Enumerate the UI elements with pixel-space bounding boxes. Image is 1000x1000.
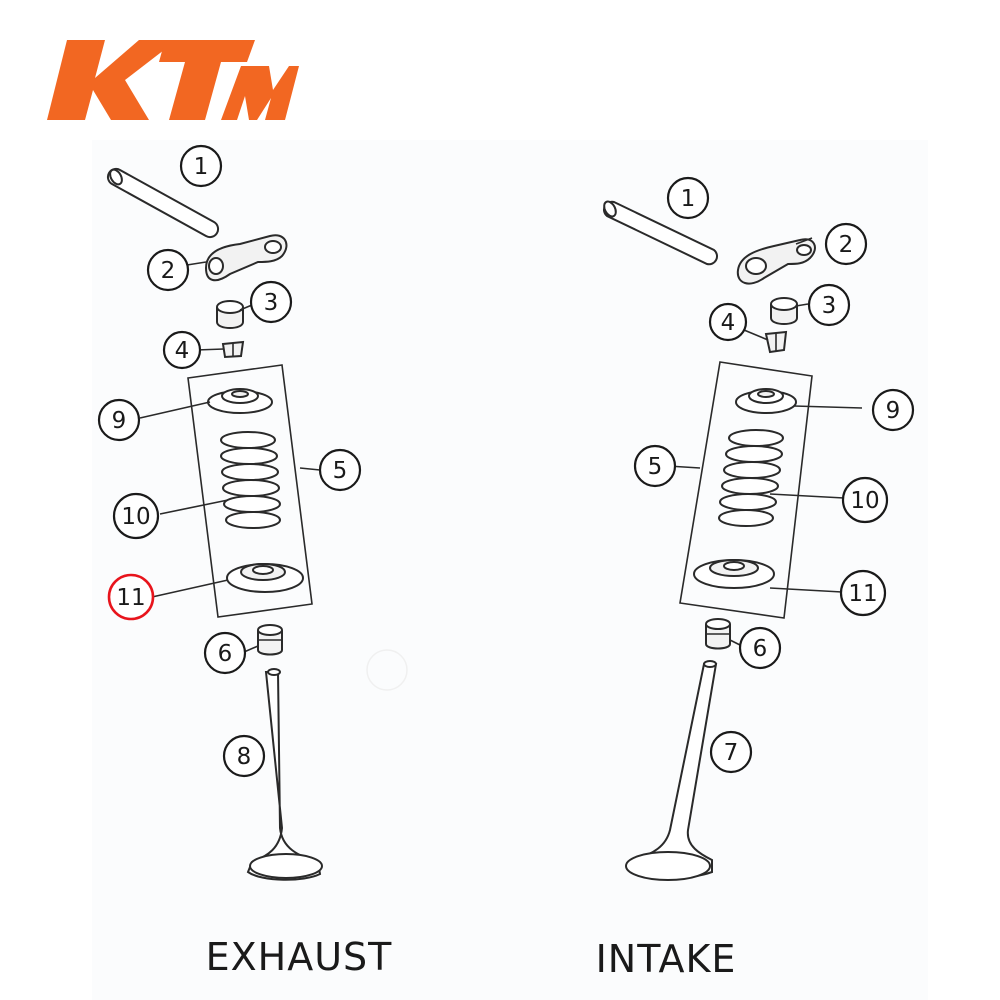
exhaust-callout-3[interactable]: 3 bbox=[249, 280, 293, 324]
exhaust-valve-cap bbox=[216, 300, 244, 329]
intake-caption: INTAKE bbox=[596, 937, 737, 981]
intake-spring-group-frame bbox=[679, 361, 813, 619]
svg-text:10: 10 bbox=[850, 488, 879, 514]
svg-text:5: 5 bbox=[333, 458, 348, 484]
exhaust-callout-4[interactable]: 4 bbox=[162, 330, 202, 370]
exhaust-valve bbox=[246, 668, 323, 881]
svg-text:3: 3 bbox=[822, 293, 837, 319]
intake-valve-collets bbox=[764, 330, 788, 354]
svg-text:3: 3 bbox=[264, 290, 279, 316]
intake-valve bbox=[625, 660, 718, 881]
faint-marker-circle bbox=[366, 649, 408, 691]
exhaust-spring-seat bbox=[226, 563, 304, 593]
svg-text:6: 6 bbox=[753, 636, 768, 662]
exhaust-spring-retainer bbox=[207, 388, 273, 414]
exhaust-callout-1[interactable]: 1 bbox=[179, 144, 223, 188]
exhaust-callout-11[interactable]: 11 bbox=[107, 573, 155, 621]
intake-rocker-arm bbox=[736, 238, 816, 285]
svg-text:11: 11 bbox=[116, 585, 145, 611]
intake-spring-seat bbox=[693, 559, 775, 589]
svg-text:1: 1 bbox=[194, 154, 209, 180]
exhaust-spring-group-frame bbox=[187, 364, 313, 618]
exhaust-callout-2[interactable]: 2 bbox=[146, 248, 190, 292]
intake-callout-7[interactable]: 7 bbox=[709, 730, 753, 774]
exhaust-rocker-arm bbox=[204, 234, 288, 282]
exhaust-callout-10[interactable]: 10 bbox=[112, 492, 160, 540]
intake-valve-cap bbox=[770, 297, 798, 325]
exhaust-leader-lines bbox=[139, 261, 321, 653]
ktm-logo bbox=[47, 40, 299, 120]
intake-callout-9[interactable]: 9 bbox=[871, 388, 915, 432]
intake-callout-10[interactable]: 10 bbox=[841, 476, 889, 524]
exhaust-callout-5[interactable]: 5 bbox=[318, 448, 362, 492]
svg-text:4: 4 bbox=[175, 338, 190, 364]
svg-text:6: 6 bbox=[218, 641, 233, 667]
intake-assembly bbox=[603, 200, 863, 881]
svg-text:2: 2 bbox=[839, 232, 854, 258]
intake-callout-6[interactable]: 6 bbox=[738, 626, 782, 670]
exhaust-caption: EXHAUST bbox=[206, 935, 393, 979]
svg-text:10: 10 bbox=[121, 504, 150, 530]
intake-callout-4[interactable]: 4 bbox=[708, 302, 748, 342]
svg-text:11: 11 bbox=[848, 581, 877, 607]
exhaust-callout-9[interactable]: 9 bbox=[97, 398, 141, 442]
svg-text:2: 2 bbox=[161, 258, 176, 284]
exhaust-callout-6[interactable]: 6 bbox=[203, 631, 247, 675]
ktm-logo-letters bbox=[47, 40, 299, 120]
svg-text:9: 9 bbox=[886, 398, 901, 424]
intake-valve-stem-seal bbox=[705, 618, 731, 650]
intake-callout-5[interactable]: 5 bbox=[633, 444, 677, 488]
intake-callout-11[interactable]: 11 bbox=[839, 569, 887, 617]
intake-callout-3[interactable]: 3 bbox=[807, 283, 851, 327]
intake-spring-retainer bbox=[735, 388, 797, 414]
svg-text:5: 5 bbox=[648, 454, 663, 480]
intake-callout-2[interactable]: 2 bbox=[824, 222, 868, 266]
exhaust-callout-8[interactable]: 8 bbox=[222, 734, 266, 778]
intake-rocker-shaft bbox=[603, 200, 718, 266]
exhaust-valve-collets bbox=[221, 340, 245, 359]
highlight-ring bbox=[107, 573, 155, 621]
exhaust-valve-spring bbox=[220, 431, 281, 529]
exhaust-valve-stem-seal bbox=[257, 624, 283, 656]
svg-text:8: 8 bbox=[237, 744, 252, 770]
intake-callout-1[interactable]: 1 bbox=[666, 176, 710, 220]
svg-text:4: 4 bbox=[721, 310, 736, 336]
svg-text:7: 7 bbox=[724, 740, 739, 766]
exhaust-rocker-shaft bbox=[106, 167, 220, 239]
diagram-panel bbox=[92, 140, 928, 1000]
exhaust-assembly bbox=[106, 167, 323, 881]
svg-text:9: 9 bbox=[112, 408, 127, 434]
intake-valve-spring bbox=[718, 429, 784, 527]
svg-text:1: 1 bbox=[681, 186, 696, 212]
